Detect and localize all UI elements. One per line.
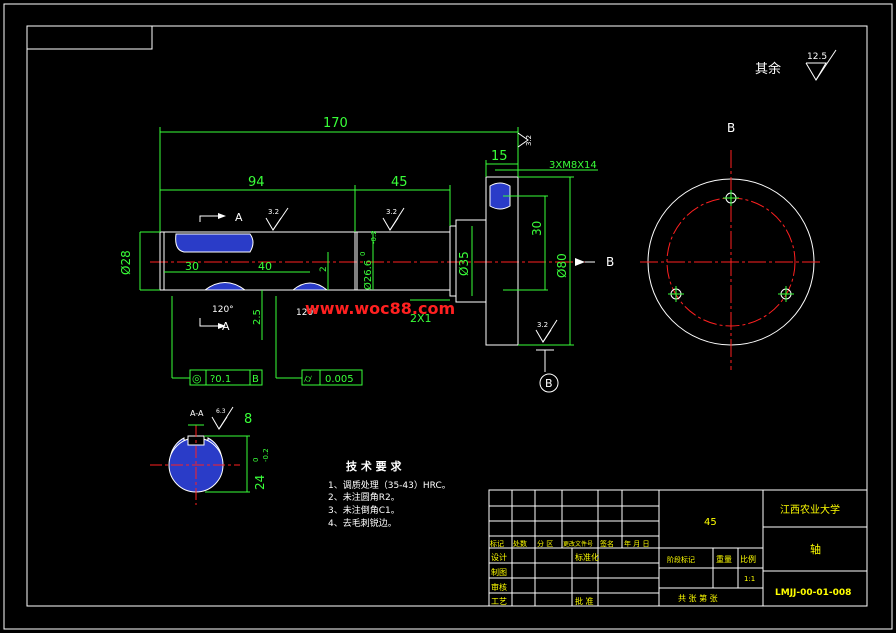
roughness-note-value: 12.5 (807, 52, 827, 62)
dim-length-left: 94 (248, 175, 265, 190)
dim-section-key-width: 8 (244, 412, 252, 427)
tb-role-review: 审核 (491, 582, 507, 592)
general-roughness-note: 其余 12.5 (755, 49, 837, 81)
tb-role-process: 工艺 (491, 597, 507, 606)
tech-req-item-2: 2、未注圆角R2。 (328, 491, 400, 503)
roughness-marks (265, 132, 558, 343)
dim-thread-spec: 3XM8X14 (549, 160, 597, 171)
section-a-a (150, 406, 250, 505)
tb-sheet-info: 共 张 第 张 (678, 593, 718, 603)
inner-frame (26, 25, 868, 607)
tb-school: 江西农业大学 (780, 503, 840, 516)
dim-diameter-80: Ø80 (555, 253, 569, 278)
tb-stage-mark: 阶段标记 (667, 555, 695, 564)
roughness-note-label: 其余 (755, 61, 781, 77)
tech-req-item-3: 3、未注倒角C1。 (328, 504, 400, 516)
outer-border (3, 3, 893, 630)
tb-part-name: 轴 (810, 542, 821, 556)
roughness-value-1: 3.2 (268, 208, 279, 216)
view-b (640, 150, 822, 370)
dim-length-right: 45 (391, 175, 408, 190)
concentricity-datum: B (252, 374, 259, 385)
roughness-value-2: 3.2 (386, 208, 397, 216)
tech-req-title: 技 术 要 求 (346, 459, 402, 473)
title-block-text: 标记 处数 分 区 更改文件号 签名 年 月 日 设计 制图 审核 工艺 标准化… (490, 503, 851, 606)
tech-requirements: 技 术 要 求 1、调质处理（35-43）HRC。 2、未注圆角R2。 3、未注… (328, 459, 451, 529)
groove-left (203, 282, 247, 291)
roughness-value-3: 3.2 (537, 321, 548, 329)
roughness-symbol-icon (805, 62, 827, 81)
dim-angle-right: 120° (296, 308, 318, 318)
dim-overall-length: 170 (323, 116, 348, 131)
tb-weight: 重量 (716, 554, 732, 564)
code-box (26, 25, 153, 50)
dim-diameter-26: Ø26.6 (362, 260, 374, 290)
dim-groove-width: 2 (319, 266, 329, 272)
dim-keyway-30: 30 (185, 260, 199, 273)
concentricity-frame: ◎ ?0.1 B (189, 369, 263, 386)
shaft-main-view (159, 176, 519, 346)
label-b-view: B (727, 121, 735, 135)
label-aa: A-A (190, 409, 204, 418)
tb-role-design: 设计 (491, 552, 507, 562)
cylindricity-icon: ⌭ (304, 372, 312, 385)
concentricity-icon: ◎ (192, 372, 202, 385)
dim-section-depth: 24 (253, 475, 267, 490)
section-arrows (199, 215, 595, 393)
tb-approval: 批 准 (575, 596, 594, 606)
cylindricity-value: 0.005 (325, 374, 354, 385)
tb-standardization: 标准化 (575, 552, 599, 562)
dim-diameter-26-lower: -0.2 (370, 230, 378, 244)
watermark: www.woc88.com (305, 299, 455, 318)
tb-header-date: 年 月 日 (624, 539, 649, 548)
dim-chamfer: 2X1 (410, 312, 432, 325)
dim-offset-30: 30 (530, 221, 544, 236)
tb-drawing-no: LMJJ-00-01-008 (775, 588, 851, 598)
dim-diameter-26-upper: 0 (359, 252, 367, 256)
section-roughness: 6.3 (216, 408, 226, 415)
tb-header-sign: 签名 (600, 539, 614, 548)
label-a-top: A (235, 211, 243, 224)
arrow-a-top-icon (218, 213, 226, 219)
tb-header-zone: 分 区 (537, 539, 553, 548)
concentricity-value: ?0.1 (210, 374, 231, 385)
keyway-top (175, 233, 254, 253)
dim-flange-width: 15 (491, 149, 508, 164)
tb-scale: 1:1 (744, 575, 755, 583)
roughness-value-4: 3.2 (525, 135, 533, 146)
label-b-datum: B (545, 377, 553, 390)
dim-section-depth-upper: 0 (252, 458, 260, 462)
dimension-lines (139, 127, 598, 379)
tb-role-draw: 制图 (491, 567, 507, 577)
tb-header-file: 更改文件号 (563, 540, 593, 548)
tb-header-mark: 标记 (490, 539, 504, 548)
cylindricity-frame: ⌭ 0.005 (301, 369, 363, 386)
groove-right (291, 282, 329, 291)
title-block (488, 489, 868, 607)
tb-header-count: 处数 (513, 539, 527, 548)
arrow-b-icon (575, 258, 585, 266)
dim-keyway-40: 40 (258, 260, 272, 273)
dim-diameter-35: Ø35 (457, 251, 471, 276)
arrow-a-bottom-icon (218, 323, 226, 329)
tech-req-item-1: 1、调质处理（35-43）HRC。 (328, 479, 451, 491)
tb-ratio: 比例 (740, 554, 756, 564)
tb-material: 45 (704, 517, 717, 528)
label-a-bottom: A (222, 320, 230, 333)
dim-diameter-28: Ø28 (119, 250, 133, 275)
dim-section-depth-lower: -0.2 (262, 448, 270, 462)
dim-groove-depth: 2.5 (252, 309, 263, 325)
dim-angle-left: 120° (212, 305, 234, 315)
tech-req-item-4: 4、去毛刺锐边。 (328, 517, 397, 529)
label-b-arrow: B (606, 255, 614, 269)
thread-hole (489, 182, 511, 210)
